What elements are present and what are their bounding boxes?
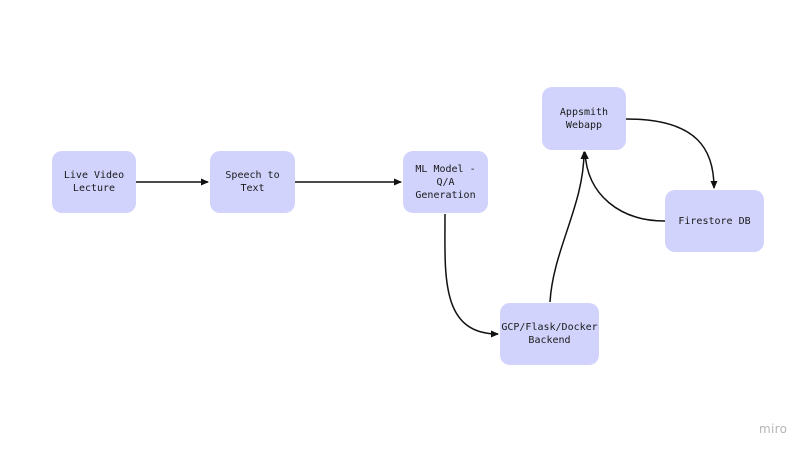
miro-watermark: miro <box>759 422 788 436</box>
node-live-video-lecture[interactable]: Live Video Lecture <box>52 151 136 213</box>
node-gcp-flask-docker-backend[interactable]: GCP/Flask/Docker Backend <box>500 303 599 365</box>
edge-appsmith-to-firestore <box>625 118 718 189</box>
edge-gcp-to-appsmith <box>549 151 588 303</box>
node-speech-to-text[interactable]: Speech to Text <box>210 151 295 213</box>
edge-ml-to-gcp <box>444 213 499 338</box>
node-ml-model-qa-generation[interactable]: ML Model - Q/A Generation <box>403 151 488 213</box>
node-appsmith-webapp[interactable]: Appsmith Webapp <box>542 87 626 150</box>
edge-firestore-to-appsmith <box>581 151 666 222</box>
node-firestore-db[interactable]: Firestore DB <box>665 190 764 252</box>
